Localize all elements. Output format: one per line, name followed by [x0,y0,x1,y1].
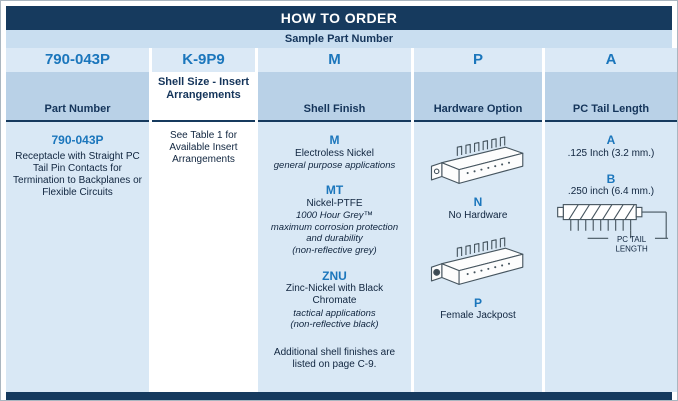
sample-code-shell-finish: M [258,48,411,72]
column-header-hardware-option-label: Hardware Option [433,103,523,116]
hardware-option-p-label: Female Jackpost [440,310,516,322]
column-header-shell-finish-label: Shell Finish [303,103,366,116]
part-number-description: Receptacle with Straight PC Tail Pin Con… [13,150,142,199]
connector-side-view-icon: PC TAIL LENGTH [557,203,669,253]
shell-finish-cell: M Electroless Nickel general purpose app… [258,122,411,392]
shell-finish-option-m-name: Electroless Nickel [295,147,374,159]
sample-part-number-label: Sample Part Number [6,30,672,48]
shell-size-note: See Table 1 for Available Insert Arrange… [169,130,238,166]
pc-tail-option-b-label: .250 inch (6.4 mm.) [567,186,655,198]
connector-isometric-icon [430,136,524,184]
shell-finish-option-mt-note-3: (non-reflective grey) [292,244,377,256]
shell-finish-option-znu-name: Zinc-Nickel with Black Chromate [285,283,384,307]
part-number-code: 790-043P [51,133,104,147]
shell-finish-option-znu-note-2: (non-reflective black) [290,319,379,331]
column-header-pc-tail-length-label: PC Tail Length [572,103,650,116]
pc-tail-option-a-code: A [606,133,616,147]
shell-finish-option-znu-code: ZNU [322,268,347,283]
hardware-option-cell: N No Hardware P [414,122,542,392]
column-header-pc-tail-length: PC Tail Length [545,72,677,122]
hardware-option-n-code: N [473,195,483,209]
shell-finish-option-m-note: general purpose applications [273,159,396,171]
order-table-grid: 790-043P K-9P9 M P A Part Number Shell S… [6,48,677,392]
shell-finish-option-mt-note-1: 1000 Hour Grey™ [295,210,374,222]
shell-finish-option-m-code: M [329,133,340,147]
column-header-hardware-option: Hardware Option [414,72,542,122]
sample-code-shell-size: K-9P9 [152,48,255,72]
pc-tail-option-a-label: .125 Inch (3.2 mm.) [567,147,655,159]
shell-finish-option-mt-code: MT [325,183,344,198]
part-number-cell: 790-043P Receptacle with Straight PC Tai… [6,122,149,392]
sample-code-hardware: P [414,48,542,72]
column-header-part-number: Part Number [6,72,149,122]
sample-code-part-number: 790-043P [6,48,149,72]
column-header-shell-finish: Shell Finish [258,72,411,122]
pc-tail-diagram-label-line1: PC TAIL [617,235,647,244]
shell-finish-footnote: Additional shell finishes are listed on … [273,346,396,370]
shell-finish-option-mt-note-2: maximum corrosion protection and durabil… [270,221,399,245]
pc-tail-option-b-code: B [606,171,616,186]
sample-code-pc-tail: A [545,48,677,72]
column-header-shell-size: Shell Size - Insert Arrangements [152,72,255,122]
shell-finish-option-mt-name: Nickel-PTFE [306,198,363,210]
hardware-option-p-code: P [473,295,482,310]
hardware-option-n-label: No Hardware [448,209,508,221]
column-header-shell-size-label: Shell Size - Insert Arrangements [157,76,250,101]
pc-tail-diagram-label-line2: LENGTH [615,244,647,253]
column-header-part-number-label: Part Number [44,103,111,116]
connector-isometric-jackpost-icon [430,237,524,285]
shell-size-cell: See Table 1 for Available Insert Arrange… [152,122,255,392]
pc-tail-length-cell: A .125 Inch (3.2 mm.) B .250 inch (6.4 m… [545,122,677,392]
shell-finish-option-znu-note-1: tactical applications [293,307,376,319]
page-title: HOW TO ORDER [6,6,672,30]
table-bottom-border [6,392,672,400]
